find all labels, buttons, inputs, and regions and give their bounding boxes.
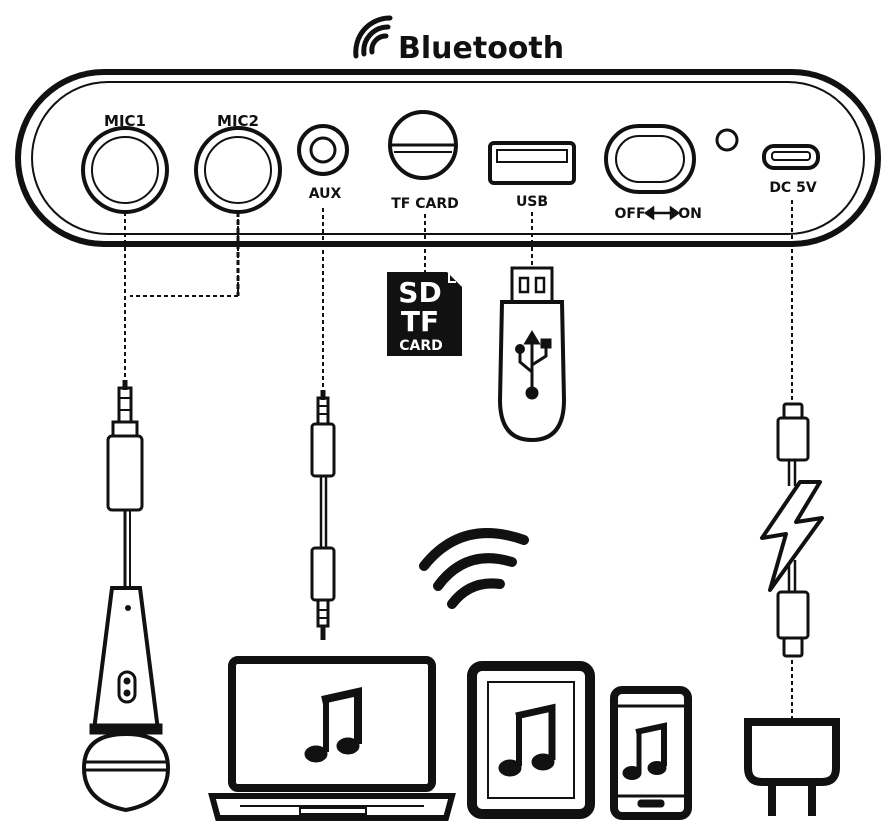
microphone <box>81 380 171 813</box>
usb-port[interactable] <box>488 141 576 185</box>
power-switch-label: OFF ON <box>614 205 702 222</box>
power-adapter <box>744 718 840 816</box>
tf-card-slot[interactable] <box>388 110 458 180</box>
power-switch[interactable] <box>604 124 696 194</box>
music-note-icon <box>498 703 556 777</box>
aux-port[interactable] <box>297 124 349 176</box>
power-on-label: ON <box>678 206 702 222</box>
aux-label: AUX <box>309 186 342 202</box>
title-text: Bluetooth <box>398 31 564 66</box>
mic1-port[interactable] <box>81 126 169 214</box>
sd-card-line3: CARD <box>399 338 443 354</box>
dc-5v-label: DC 5V <box>769 180 817 196</box>
lightning-bolt-icon <box>760 480 824 592</box>
sd-card-line2: TF <box>401 305 439 338</box>
power-cable <box>776 402 810 658</box>
double-arrow-icon <box>643 205 681 221</box>
mic1-label: MIC1 <box>104 112 146 130</box>
bluetooth-title: Bluetooth <box>353 15 564 66</box>
led-indicator <box>715 128 739 152</box>
power-off-label: OFF <box>614 206 645 222</box>
music-note-icon <box>622 722 667 780</box>
laptop <box>208 656 456 821</box>
connection-lines <box>124 200 793 720</box>
sd-tf-card-icon: SD TF CARD <box>387 272 462 356</box>
tablet <box>467 661 595 819</box>
smartphone <box>610 686 692 820</box>
tf-card-label: TF CARD <box>391 196 459 212</box>
sd-card-line1: SD <box>398 276 441 309</box>
wireless-waves-icon <box>353 15 393 59</box>
usb-symbol-icon <box>515 330 552 400</box>
mic2-port[interactable] <box>194 126 282 214</box>
device-panel <box>15 69 881 247</box>
aux-cable <box>310 390 336 640</box>
mic2-label: MIC2 <box>217 112 259 130</box>
music-note-icon <box>304 687 362 763</box>
wireless-waves-icon <box>419 528 529 609</box>
usb-label: USB <box>516 194 548 210</box>
dc-5v-port[interactable] <box>762 144 820 170</box>
usb-flash-drive <box>497 266 567 443</box>
